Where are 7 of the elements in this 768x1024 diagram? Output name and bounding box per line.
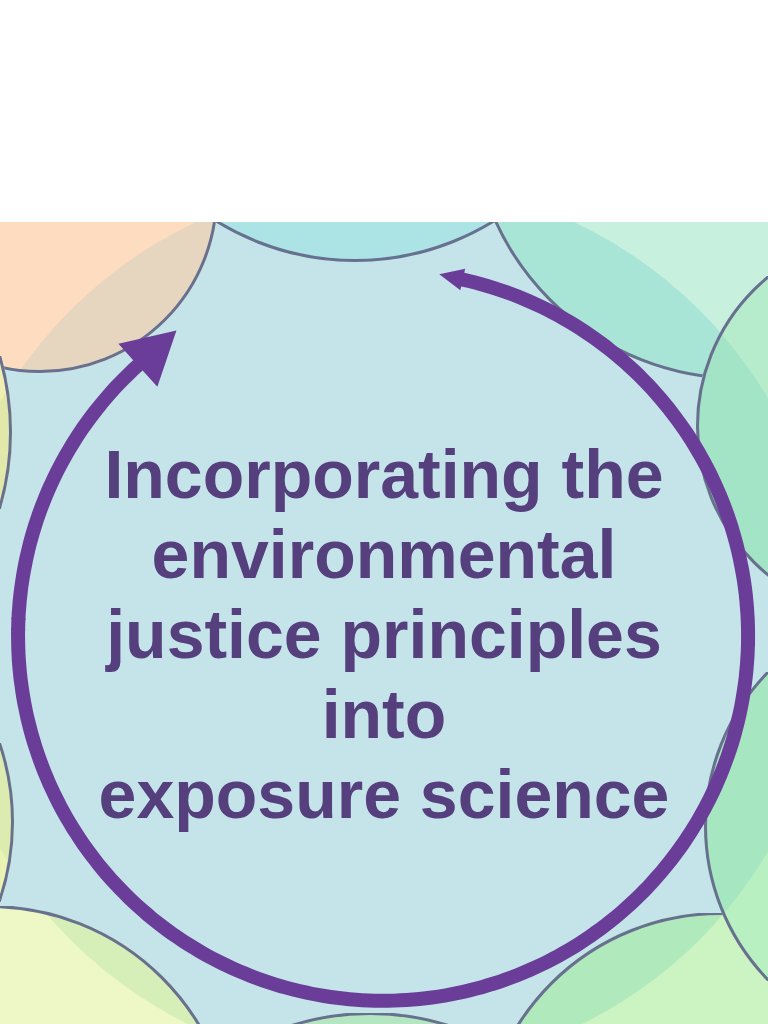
outer-circle <box>516 913 768 1024</box>
outer-circle <box>0 906 201 1024</box>
outer-circle <box>0 222 216 373</box>
central-statement: Incorporating the environmental justice principles into exposure science <box>98 435 670 834</box>
outer-circle <box>291 1013 449 1024</box>
outer-circle <box>696 276 768 577</box>
outer-circle <box>0 356 12 509</box>
